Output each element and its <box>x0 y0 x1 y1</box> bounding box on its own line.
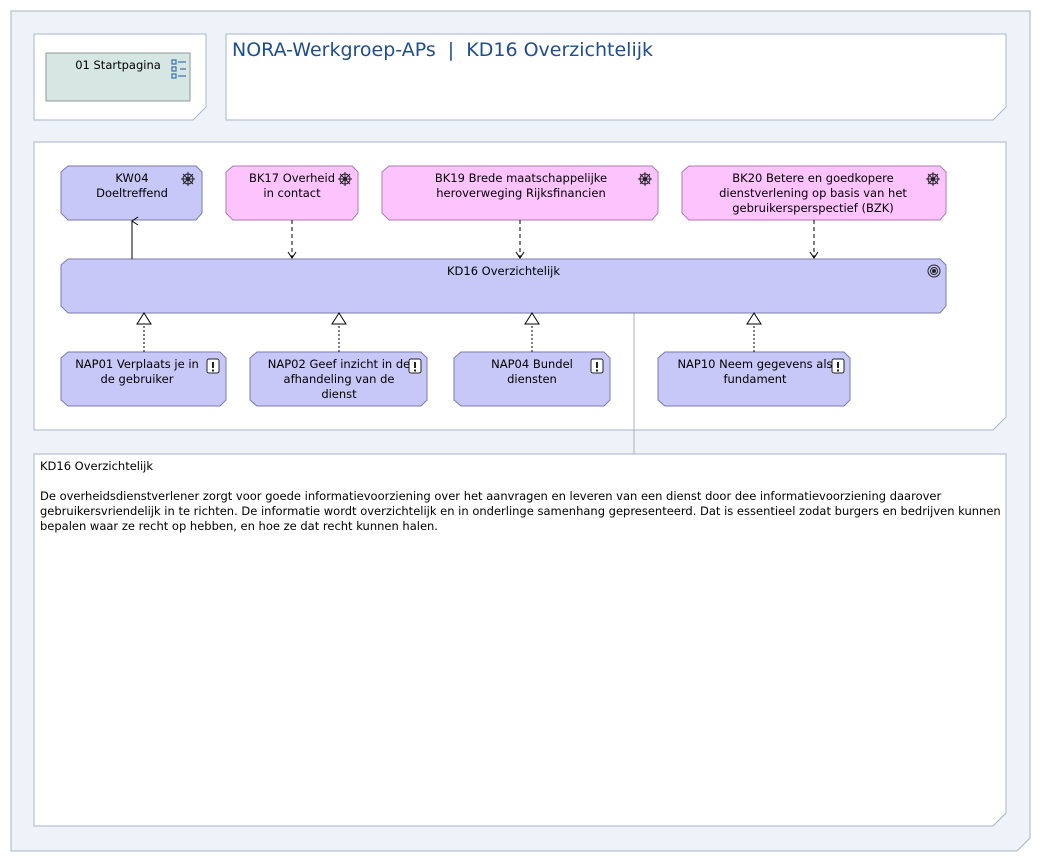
relation-realization-nap10[interactable] <box>746 312 762 352</box>
principle-nap04-shape[interactable] <box>453 351 611 407</box>
driver-bk17-label[interactable]: BK17 Overheid in contact <box>248 171 336 200</box>
start-button-label[interactable]: 01 Startpagina <box>75 58 161 72</box>
start-button-shape[interactable] <box>45 52 191 102</box>
driver-wheel-icon <box>638 172 652 186</box>
relation-realization-nap01[interactable] <box>136 312 152 352</box>
principle-exclamation-icon <box>206 358 220 374</box>
description-panel: KD16 Overzichtelijk De overheidsdienstve… <box>40 459 1002 549</box>
principle-nap01-shape[interactable] <box>60 351 227 407</box>
principle-exclamation-icon <box>590 358 604 374</box>
goal-kd16-shape[interactable] <box>60 258 947 314</box>
description-container <box>33 453 1007 827</box>
description-heading: KD16 Overzichtelijk <box>40 459 154 473</box>
driver-kw04-shape[interactable] <box>60 165 203 221</box>
driver-kw04-label[interactable]: KW04 Doeltreffend <box>96 171 168 200</box>
driver-bk17-shape[interactable] <box>225 165 359 221</box>
principle-nap04-label[interactable]: NAP04 Bundel diensten <box>491 357 573 386</box>
relation-influence-bk20[interactable] <box>809 220 819 259</box>
goal-kd16-label[interactable]: KD16 Overzichtelijk <box>446 264 561 278</box>
page-title: NORA-Werkgroep-APs | KD16 Overzichtelijk <box>232 39 654 61</box>
view-list-icon[interactable] <box>171 59 186 79</box>
driver-wheel-icon <box>338 172 352 186</box>
driver-wheel-icon <box>181 172 195 186</box>
relation-influence-bk17[interactable] <box>287 220 297 259</box>
description-body: De overheidsdienstverlener zorgt voor go… <box>40 489 1001 533</box>
driver-bk19-label[interactable]: BK19 Brede maatschappelijke heroverwegin… <box>434 171 608 200</box>
principle-nap02-label[interactable]: NAP02 Geef inzicht in de afhandeling van… <box>267 357 411 401</box>
principle-exclamation-icon <box>408 358 422 374</box>
relation-realization-nap04[interactable] <box>524 312 540 352</box>
principle-exclamation-icon <box>831 358 845 374</box>
relation-realization-nap02[interactable] <box>331 312 347 352</box>
principle-nap02-shape[interactable] <box>249 351 428 407</box>
principle-nap10-label[interactable]: NAP10 Neem gegevens als fundament <box>677 357 833 386</box>
goal-target-icon <box>927 264 941 278</box>
driver-bk19-shape[interactable] <box>381 165 659 221</box>
relation-influence-bk19[interactable] <box>515 220 525 259</box>
title-container <box>225 33 1007 121</box>
driver-wheel-icon <box>926 172 940 186</box>
driver-bk20-shape[interactable] <box>681 165 947 221</box>
driver-bk20-label[interactable]: BK20 Betere en goedkopere dienstverlenin… <box>719 171 907 215</box>
principle-nap01-label[interactable]: NAP01 Verplaats je in de gebruiker <box>75 357 199 386</box>
principle-nap10-shape[interactable] <box>657 351 851 407</box>
